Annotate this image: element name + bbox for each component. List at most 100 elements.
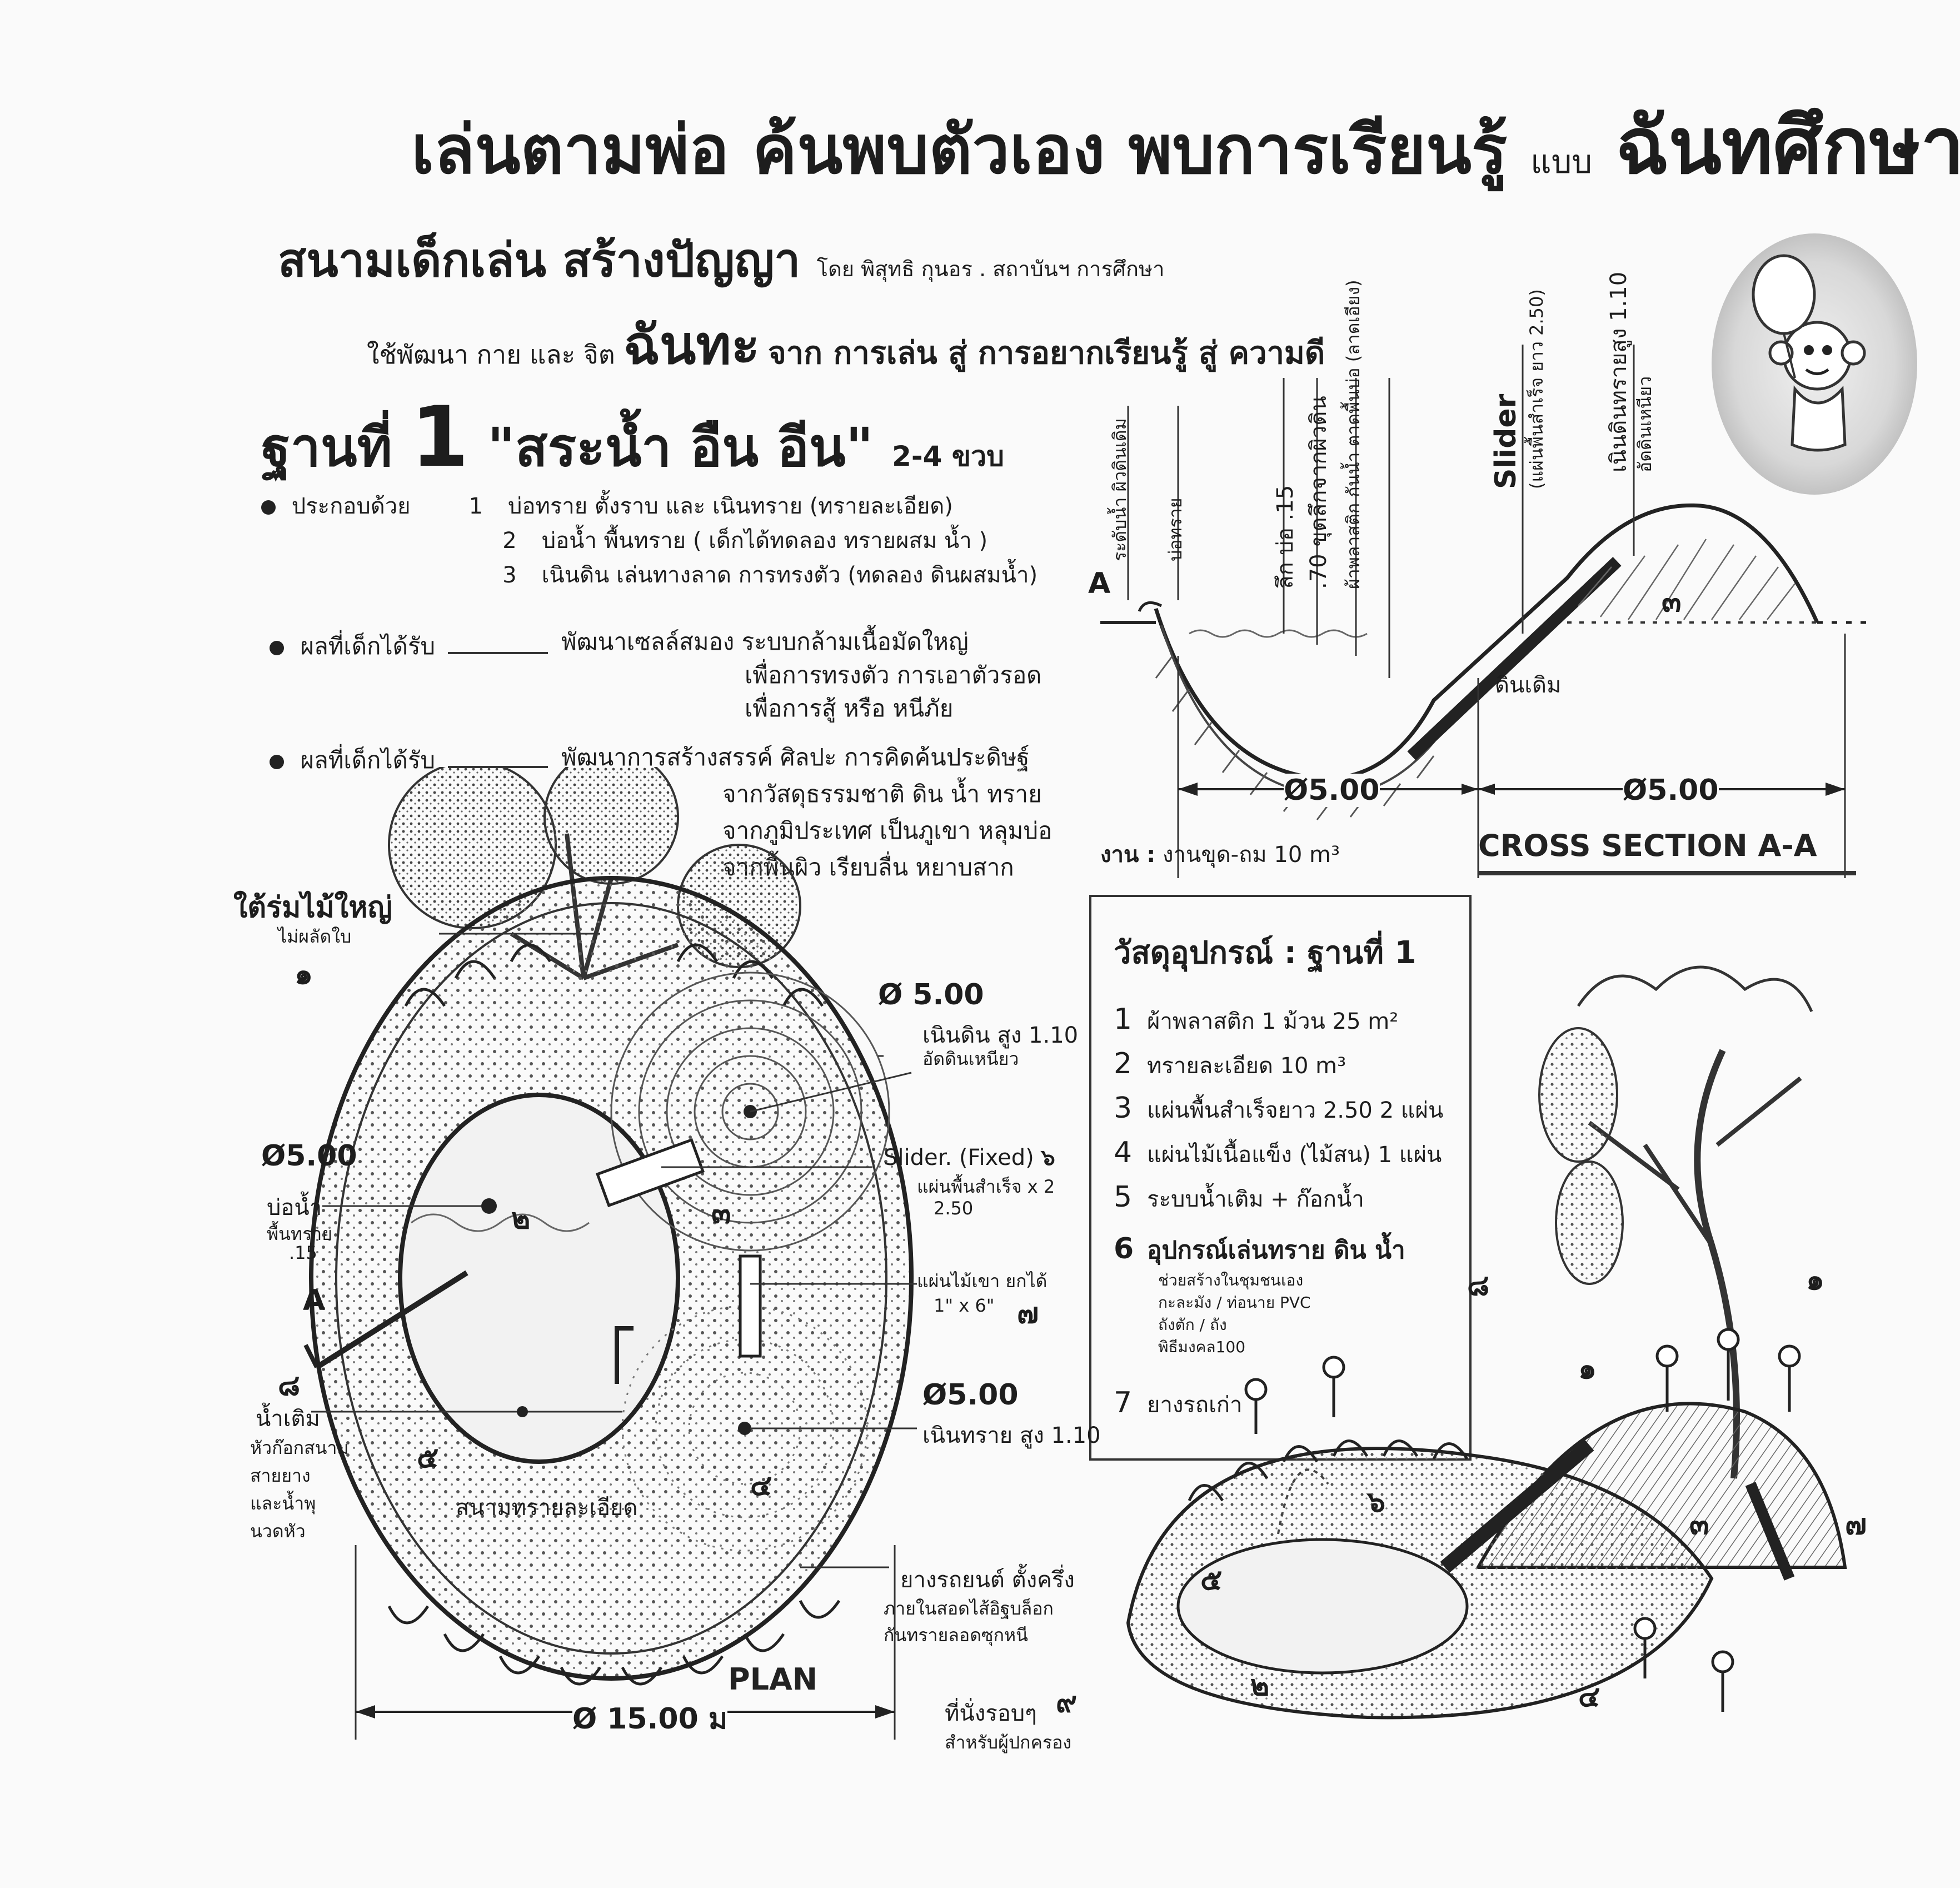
plan-caption: PLAN [728,1662,817,1697]
material-num: 7 [1114,1386,1133,1419]
plan-plank-num: ๗ [1017,1297,1039,1330]
list-item: เนินดิน เล่นทางลาด การทรงตัว (ทดลอง ดินผ… [541,562,1038,588]
station-heading: ฐานที่ 1 "สระน้ำ อืน อีน" 2-4 ขวบ [261,389,1004,490]
material-text: ทรายละเอียด 10 m³ [1147,1053,1346,1079]
list-item: บ่อทราย ตั้งราบ และ เนินทราย (ทรายละเอีย… [508,494,953,519]
persp-num: ๗ [1845,1508,1867,1541]
station-age: 2-4 ขวบ [892,440,1004,472]
plan-tire-sub: ภายในสอดไส้อิฐบล็อก กันทรายลอดซุกหนี [884,1595,1054,1648]
cs-pond-label: บ่อทราย [1165,497,1186,561]
benefit-line: เพื่อการทรงตัว การเอาตัวรอด [745,661,1042,689]
list-item-num: 1 [468,494,483,519]
station-label: ฐานที่ [261,416,392,479]
list-item-num: 3 [502,562,517,588]
material-sub-list: ช่วยสร้างในชุมชนเอง กะละมัง / ท่อนาย PVC… [1158,1269,1311,1358]
plan-plank-sub: 1" x 6" [934,1295,995,1316]
benefit-1-label-row: ผลที่เด็กได้รับ [270,628,553,665]
plan-water-sub-line: สายยาง [250,1465,311,1486]
material-num: 2 [1114,1047,1133,1080]
benefit-line: เพื่อการสู้ หรือ หนีภัย [745,695,954,722]
benefit-1-label: ผลที่เด็กได้รับ [300,632,436,660]
cs-mound-sub: อัดดินเหนียว [1634,376,1655,472]
plan-overall-dim: Ø 15.00 ม [572,1695,728,1741]
perspective-slider [1440,1439,1594,1573]
material-text: แผ่นไม้เนื้อแข็ง (ไม้สน) 1 แผ่น [1147,1142,1442,1168]
material-sub: พิธีมงคล100 [1158,1338,1246,1356]
line3-big: ฉันทะ [623,314,760,376]
faucet-icon [615,1326,634,1384]
kids-figures [1244,1328,1801,1712]
persp-num: ๔ [1578,1680,1600,1713]
benefit-line: จากวัสดุธรรมชาติ ดิน น้ำ ทราย [722,780,1042,808]
station-number: 1 [411,389,469,486]
plan-tire-sub-line: ภายในสอดไส้อิฐบล็อก [884,1598,1054,1619]
bullet-icon [261,500,276,515]
plan-pond-sub2: .15 [289,1242,317,1263]
plan-water-num: ๘ [278,1369,301,1402]
cs-ground-label: ระดับน้ำ ผิวดินเดิม [1109,418,1130,561]
material-num: 4 [1114,1136,1133,1169]
material-num: 3 [1114,1092,1133,1125]
persp-num: ๒ [1250,1669,1270,1702]
line3-rest: จาก การเล่น สู่ การอยากเรียนรู้ สู่ ความ… [767,335,1325,371]
seat-sub: สำหรับผู้ปกครอง [945,1732,1071,1753]
plan-slider [595,1138,705,1208]
plan-tree-label: ใต้ร่มไม้ใหญ่ [233,891,392,924]
components-row: 2 บ่อน้ำ พื้นทราย ( เด็กได้ทดลอง ทรายผสม… [261,524,1038,558]
plan-slider-sub: แผ่นพื้นสำเร็จ x 2 [917,1176,1055,1197]
cs-dim-right: Ø5.00 [1623,774,1719,807]
persp-num: ๓ [1689,1508,1709,1541]
components-list: ประกอบด้วย 1 บ่อทราย ตั้งราบ และ เนินทรา… [261,489,1038,592]
plan-tree-sub: ไม่ผลัดใบ [278,926,352,947]
plan-slider-text: Slider. (Fixed) [884,1145,1034,1170]
line3-prefix: ใช้พัฒนา กาย และ จิต [367,340,615,370]
seat-num: ๙ [1056,1686,1078,1719]
work-note: งาน : งานขุด-ถม 10 m³ [1100,836,1340,872]
plan-plank [739,1254,762,1358]
bullet-icon [270,754,284,769]
plan-seat-num: ๕ [417,1441,439,1474]
persp-num: ๕ [1200,1563,1223,1597]
plan-sand-num: ๔ [750,1469,772,1502]
bullet-icon [270,640,284,655]
perspective-tires [1188,1439,1469,1502]
material-item: 2 ทรายละเอียด 10 m³ [1114,1047,1346,1083]
cross-section-caption: CROSS SECTION A-A [1478,828,1856,875]
material-text: แผ่นพื้นสำเร็จยาว 2.50 2 แผ่น [1147,1098,1444,1123]
material-text: ระบบน้ำเติม + ก๊อกน้ำ [1147,1187,1364,1212]
plan-slider-sub2: 2.50 [934,1198,974,1219]
material-item: 3 แผ่นพื้นสำเร็จยาว 2.50 2 แผ่น [1114,1092,1443,1128]
plan-tire-label: ยางรถยนต์ ตั้งครึ่ง [900,1567,1075,1593]
subtitle-text: สนามเด็กเล่น สร้างปัญญา [278,233,801,287]
station-name: "สระน้ำ อืน อีน" [487,416,874,479]
components-heading: ประกอบด้วย [291,494,411,519]
plan-leaders [311,933,917,1740]
plan-plank-label: แผ่นไม้เขา ยกได้ [917,1271,1048,1292]
persp-num: ๑ [1578,1352,1597,1386]
title-main: เล่นตามพ่อ ค้นพบตัวเอง พบการเรียนรู้ [411,112,1508,189]
perspective-tree [1538,965,1813,1479]
cross-section-drawing [1100,345,1867,878]
material-num: 1 [1114,1003,1133,1036]
plan-pond-sub: พื้นทราย [267,1223,332,1244]
materials-heading: วัสดุอุปกรณ์ : ฐานที่ 1 [1114,935,1417,971]
cs-dim-left: Ø5.00 [1284,774,1380,807]
material-sub: ช่วยสร้างในชุมชนเอง [1158,1271,1304,1289]
benefit-line: พัฒนาการสร้างสรรค์ ศิลปะ การคิดค้นประดิษ… [561,744,1030,771]
perspective-plank [1745,1482,1795,1581]
list-item-num: 2 [502,528,517,554]
title-small: แบบ [1530,143,1593,181]
subtitle-by: โดย พิสุทธิ กุนอร . สถาบันฯ การศึกษา [816,257,1165,281]
title-line3: ใช้พัฒนา กาย และ จิต ฉันทะ จาก การเล่น ส… [367,303,1325,387]
plan-mound-sub: อัดดินเหนียว [922,1048,1019,1069]
profile-line [1154,503,1819,781]
cs-depth-label: ลึก บ่อ .15 [1273,485,1298,589]
plan-water-sub-line: นวดหัว [250,1521,306,1542]
plan-water-sub: หัวก๊อกสนาม สายยาง และน้ำพุ นวดหัว [250,1434,349,1545]
work-note-label: งาน : [1100,842,1156,868]
perspective-sketch [1126,965,1847,1720]
